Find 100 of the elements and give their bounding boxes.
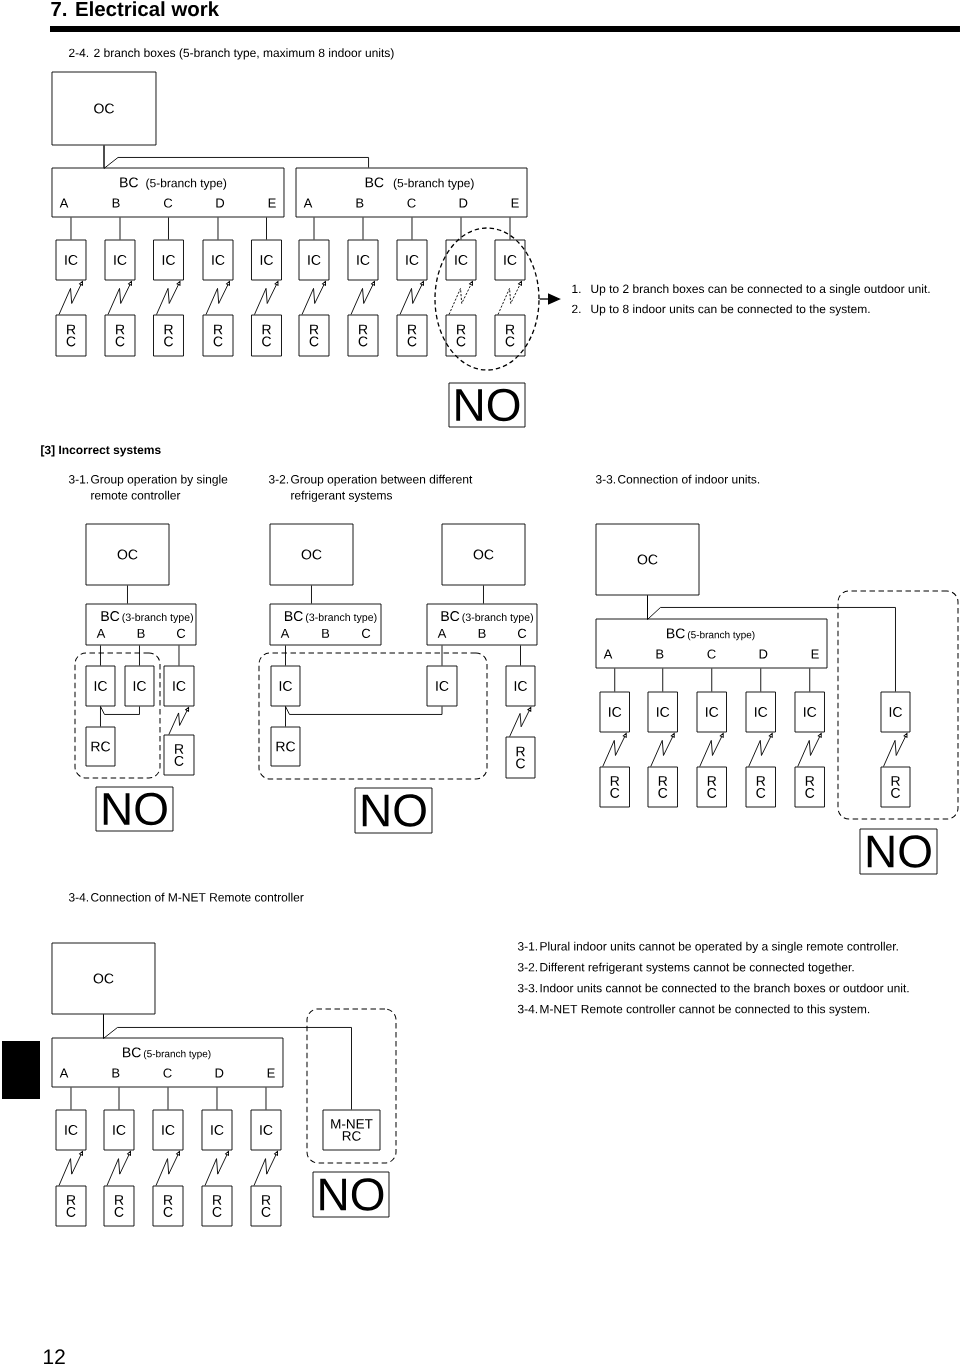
connection-line xyxy=(70,217,72,240)
remote-controller-box: R C xyxy=(794,766,825,808)
section-heading: [3] Incorrect systems xyxy=(41,445,161,457)
connection-line xyxy=(483,585,484,604)
connection-line xyxy=(614,668,616,692)
connection-line xyxy=(809,668,811,692)
remote-controller-box: R C xyxy=(163,734,195,776)
remote-controller-box: R C xyxy=(201,1185,233,1227)
page-number: 12 xyxy=(44,1349,65,1364)
branch-box: BC (3-branch type) A B C xyxy=(85,603,197,646)
connection-line xyxy=(265,1087,267,1110)
indoor-unit-box: IC xyxy=(251,239,282,281)
branch-box: BC (3-branch type) A B C xyxy=(269,603,382,646)
branch-box: BC (5-branch type) A B C D E xyxy=(51,1037,284,1088)
indoor-unit-box: IC xyxy=(445,239,477,281)
remote-controller-box: R C xyxy=(505,736,536,779)
connection-line xyxy=(441,645,443,666)
remote-controller-box: M-NET RC xyxy=(322,1109,381,1151)
wireless-arrow xyxy=(883,733,908,767)
note-text: Different refrigerant systems cannot be connected together. xyxy=(540,962,854,974)
item-number: 3-4. xyxy=(68,893,89,902)
note-text: Indoor units cannot be connected to the branch boxes or outdoor unit. xyxy=(540,983,909,993)
connection-line xyxy=(103,145,369,169)
indoor-unit-box: IC xyxy=(396,239,428,281)
section-heading: 2-4. 2 branch boxes (5-branch type, maximum 8 indoor units) xyxy=(69,48,394,60)
outdoor-unit-box: OC xyxy=(85,523,170,586)
connection-line xyxy=(70,1087,72,1110)
indoor-unit-box: IC xyxy=(201,1109,233,1151)
indoor-unit-box: IC xyxy=(153,239,184,281)
connection-line xyxy=(103,1014,352,1110)
dashed-group-box xyxy=(74,652,161,779)
indoor-unit-box: IC xyxy=(696,691,727,733)
connection-line xyxy=(647,595,896,692)
wireless-arrow xyxy=(254,281,279,315)
wireless-arrow xyxy=(650,733,675,767)
indoor-unit-box: IC xyxy=(494,239,526,281)
wireless-arrow xyxy=(350,281,375,315)
remote-controller-box: R C xyxy=(347,314,379,357)
section-heading: Connection of M-NET Remote controller xyxy=(91,892,304,902)
remote-controller-box: R C xyxy=(647,766,678,808)
branch-box: BC (5-branch type) A B C D E xyxy=(51,167,285,218)
item-number: 3-4. xyxy=(517,1004,538,1014)
item-number: 3-2. xyxy=(517,963,538,972)
connection-line xyxy=(216,1087,218,1110)
remote-controller-box: R C xyxy=(153,314,184,357)
remote-controller-box: R C xyxy=(445,314,477,357)
indoor-unit-box: IC xyxy=(647,691,678,733)
wireless-arrow xyxy=(497,281,522,315)
remote-controller-box: R C xyxy=(396,314,428,357)
wireless-arrow xyxy=(509,707,532,737)
indoor-unit-box: IC xyxy=(298,239,330,281)
indoor-unit-box: IC xyxy=(55,239,87,281)
no-sign: NO xyxy=(859,828,938,875)
branch-box: BC (5-branch type) A B C D E xyxy=(595,618,828,669)
item-number: 3-1. xyxy=(517,942,538,951)
indoor-unit-box: IC xyxy=(347,239,379,281)
remote-controller-box: R C xyxy=(880,766,911,808)
connection-line xyxy=(119,217,121,240)
indoor-unit-box: IC xyxy=(103,1109,135,1151)
indoor-unit-box: IC xyxy=(505,665,536,707)
remote-controller-box: R C xyxy=(745,766,776,808)
page-title: 7. Electrical work xyxy=(51,1,220,17)
connection-line xyxy=(509,217,511,240)
connection-line xyxy=(662,668,664,692)
outdoor-unit-box: OC xyxy=(269,523,354,586)
wireless-arrow xyxy=(204,1151,229,1186)
indoor-unit-box: IC xyxy=(426,665,458,707)
indoor-unit-box: IC xyxy=(85,665,116,707)
remote-controller-box: R C xyxy=(494,314,526,357)
indoor-unit-box: IC xyxy=(599,691,630,733)
wireless-arrow xyxy=(253,1151,278,1186)
connection-line xyxy=(411,217,413,240)
wireless-arrow xyxy=(602,733,627,767)
indoor-unit-box: IC xyxy=(794,691,825,733)
note-text: Plural indoor units cannot be operated by a single remote controller. xyxy=(540,941,898,953)
connection-line xyxy=(100,706,140,715)
outdoor-unit-box: OC xyxy=(51,71,157,146)
connection-line xyxy=(311,585,312,604)
item-number: 3-2. xyxy=(268,475,289,484)
connection-line xyxy=(266,217,267,240)
outdoor-unit-box: OC xyxy=(595,523,700,596)
connection-line xyxy=(285,706,286,727)
wireless-arrow xyxy=(399,281,424,315)
remote-controller-box: R C xyxy=(696,766,727,808)
connection-line xyxy=(760,668,762,692)
item-number: 3-1. xyxy=(68,475,89,484)
connection-line xyxy=(139,645,140,666)
indoor-unit-box: IC xyxy=(202,239,234,281)
item-number: 3-3. xyxy=(517,983,538,993)
connection-line xyxy=(100,645,101,666)
remote-controller-box: R C xyxy=(298,314,330,357)
wireless-arrow xyxy=(748,733,773,767)
indoor-unit-box: IC xyxy=(250,1109,282,1151)
wireless-arrow xyxy=(301,281,326,315)
remote-controller-box: R C xyxy=(251,314,282,357)
outdoor-unit-box: OC xyxy=(51,942,156,1015)
no-sign: NO xyxy=(448,382,526,428)
no-sign: NO xyxy=(312,1171,390,1218)
dashed-group-box xyxy=(306,1008,397,1164)
branch-box: BC (5-branch type) A B C D E xyxy=(295,167,528,218)
